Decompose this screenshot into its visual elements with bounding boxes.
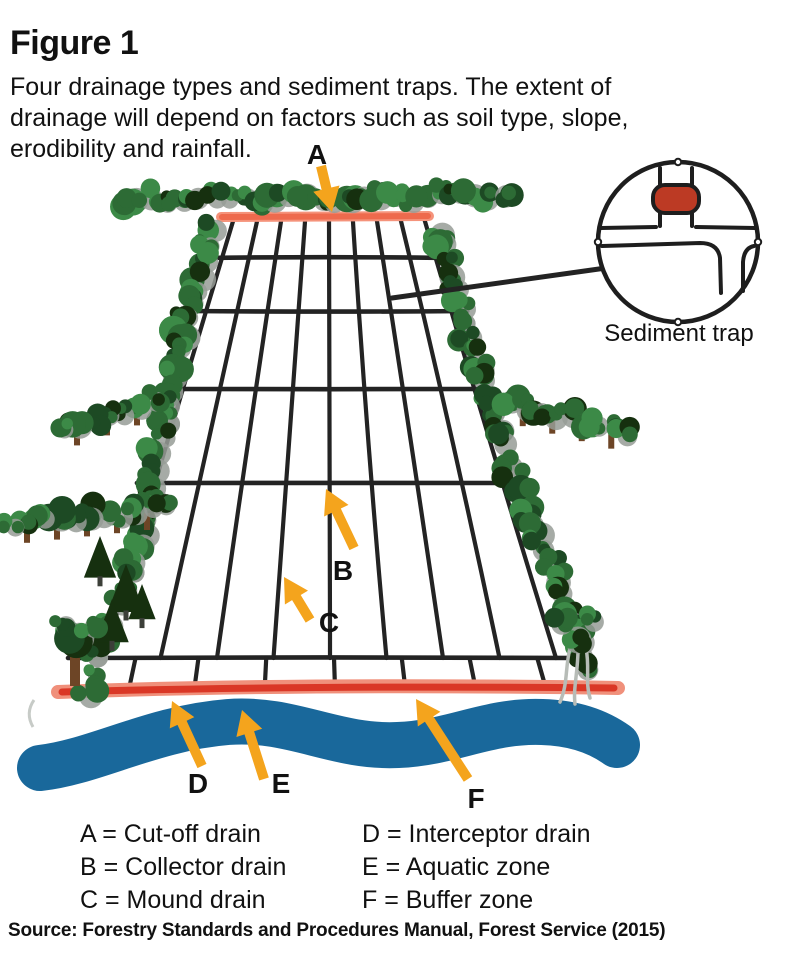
marker-arrow-d bbox=[169, 701, 207, 769]
source-note: Source: Forestry Standards and Procedure… bbox=[8, 920, 666, 941]
marker-label-a: A bbox=[307, 139, 327, 170]
marker-label-f: F bbox=[467, 783, 484, 814]
marker-label-d: D bbox=[188, 768, 208, 799]
caption-line: drainage will depend on factors such as … bbox=[10, 104, 629, 132]
aquatic-zone bbox=[17, 698, 640, 791]
marker-arrow-c bbox=[284, 577, 315, 623]
mound-drain-line bbox=[350, 215, 389, 661]
collector-drain-line bbox=[65, 655, 586, 661]
figure-caption: Four drainage types and sediment traps. … bbox=[10, 72, 628, 165]
river bbox=[17, 698, 640, 791]
tree-arm-left-upper bbox=[50, 384, 170, 446]
mound-drain-line bbox=[326, 215, 333, 661]
inset-caption: Sediment trap bbox=[604, 320, 753, 347]
legend-column-right: D = Interceptor drain E = Aquatic zone F… bbox=[362, 818, 591, 917]
cutoff-drain bbox=[216, 211, 434, 222]
marker-label-b: B bbox=[333, 555, 353, 586]
sediment-trap-inset bbox=[389, 157, 763, 327]
marker-label-e: E bbox=[272, 768, 291, 799]
marker-arrow-e bbox=[236, 710, 269, 781]
sediment-trap-basin bbox=[651, 183, 701, 215]
conifer-cluster bbox=[83, 536, 156, 651]
marker-label-c: C bbox=[319, 607, 339, 638]
legend-item: E = Aquatic zone bbox=[362, 853, 551, 881]
mound-drain-line bbox=[271, 215, 308, 661]
caption-line: Four drainage types and sediment traps. … bbox=[10, 73, 612, 101]
legend-column-left: A = Cut-off drain B = Collector drain C … bbox=[80, 818, 286, 917]
legend-item: A = Cut-off drain bbox=[80, 820, 261, 848]
mound-drain-line bbox=[158, 215, 260, 661]
marker-arrow-a bbox=[313, 164, 340, 212]
legend-item: C = Mound drain bbox=[80, 886, 266, 914]
mound-drain-line bbox=[398, 215, 502, 661]
interceptor-drain-line bbox=[58, 683, 618, 696]
sketch-mark bbox=[27, 699, 36, 728]
legend-item: B = Collector drain bbox=[80, 853, 287, 881]
mound-drain-line bbox=[214, 215, 284, 661]
collector-drain-line bbox=[201, 254, 452, 261]
legend-item: F = Buffer zone bbox=[362, 886, 534, 914]
mound-drain-line bbox=[374, 215, 446, 661]
marker-arrow-f bbox=[416, 699, 473, 782]
tree-arm-right bbox=[491, 384, 640, 449]
inset-pointer-line bbox=[389, 265, 609, 301]
tree-lone-left bbox=[49, 615, 109, 686]
figure-title: Figure 1 bbox=[10, 24, 139, 62]
cutoff-drain-line bbox=[219, 213, 431, 220]
diagram-labels: A B C D E F Sediment trap bbox=[188, 139, 754, 814]
legend-item: D = Interceptor drain bbox=[362, 820, 591, 848]
marker-arrow-b bbox=[324, 489, 359, 551]
tree-roots-right bbox=[544, 605, 604, 706]
caption-line: erodibility and rainfall. bbox=[10, 135, 252, 163]
interceptor-drain bbox=[51, 679, 625, 699]
tree-arm-left-lower bbox=[0, 488, 178, 543]
diagram-artwork bbox=[0, 157, 763, 791]
